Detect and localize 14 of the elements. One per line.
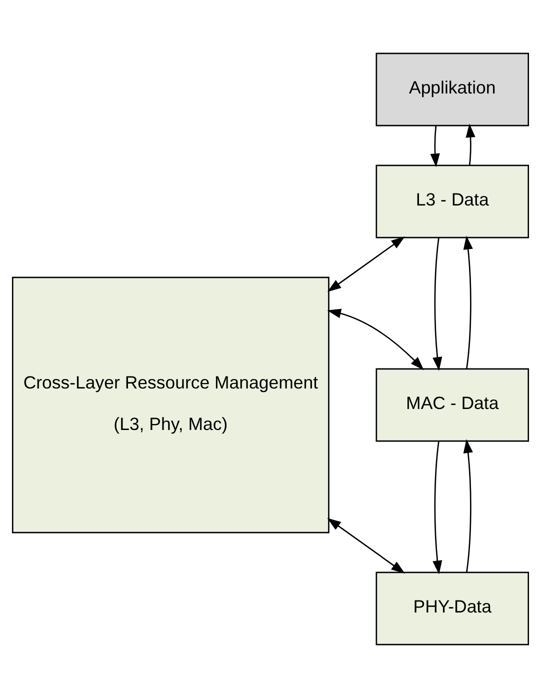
arrow xyxy=(430,126,440,168)
arrow xyxy=(327,308,424,370)
node-box: Applikation xyxy=(376,52,530,126)
arrow xyxy=(463,236,473,369)
arrow xyxy=(432,441,442,574)
arrow xyxy=(327,236,405,292)
arrow xyxy=(327,518,406,574)
arrow xyxy=(463,439,473,572)
node-box: PHY-Data xyxy=(376,572,530,646)
arrow xyxy=(432,238,442,371)
node-box: Cross-Layer Ressource Management (L3, Phy, Mac) xyxy=(12,276,330,534)
arrow xyxy=(466,124,476,166)
node-box: MAC - Data xyxy=(376,368,530,442)
node-box: L3 - Data xyxy=(376,164,530,238)
